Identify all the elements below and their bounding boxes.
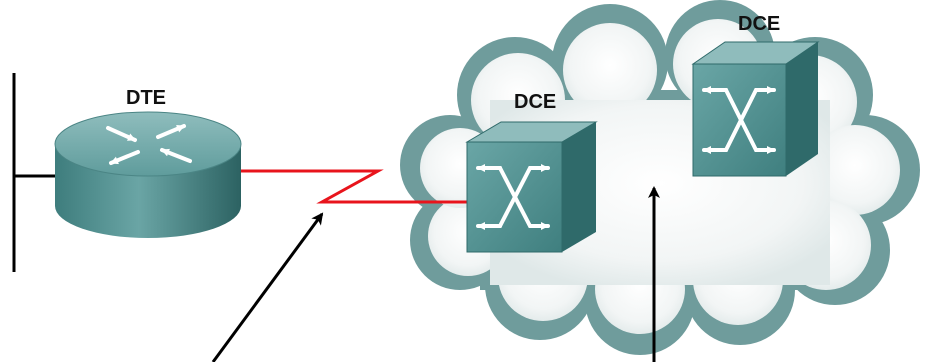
link-pointer-arrow [211,212,324,362]
lan-segment [12,73,62,272]
dce-right-label: DCE [738,13,780,35]
serial-link-zigzag [240,169,470,204]
wan-switch-right-icon [691,41,820,177]
wan-switch-left-icon [465,121,598,253]
dce-left-label: DCE [514,91,556,113]
dte-label: DTE [126,87,166,109]
router-icon [54,111,242,238]
